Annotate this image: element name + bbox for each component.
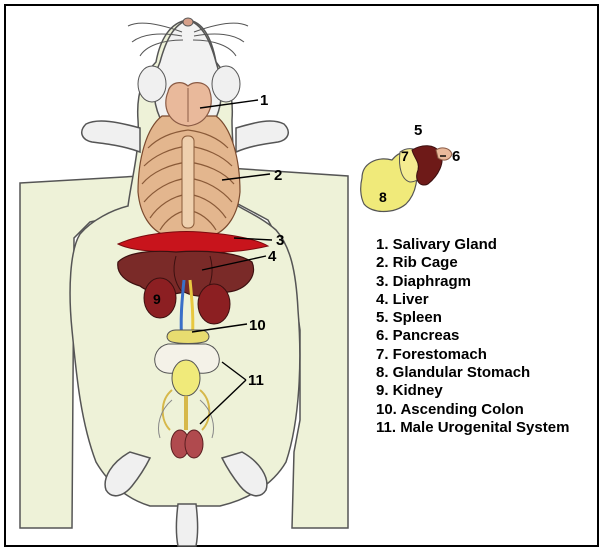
legend-item: 9. Kidney	[376, 382, 569, 400]
callout-2: 2	[274, 167, 282, 184]
sternum	[182, 136, 194, 228]
legend-item: 5. Spleen	[376, 309, 569, 327]
callout-6: 6	[452, 148, 460, 165]
legend-item: 2. Rib Cage	[376, 254, 569, 272]
legend-item: 11. Male Urogenital System	[376, 419, 569, 437]
legend-item: 1. Salivary Gland	[376, 236, 569, 254]
nose	[183, 18, 193, 26]
legend-item: 4. Liver	[376, 291, 569, 309]
callout-3: 3	[276, 232, 284, 249]
tail	[177, 504, 198, 546]
callout-8: 8	[379, 189, 387, 205]
callout-9: 9	[153, 291, 161, 307]
legend-item: 8. Glandular Stomach	[376, 364, 569, 382]
ear-right	[212, 66, 240, 102]
pancreas	[436, 148, 452, 160]
forelimb-right	[236, 121, 288, 152]
legend-item: 6. Pancreas	[376, 327, 569, 345]
legend: 1. Salivary Gland 2. Rib Cage 3. Diaphra…	[376, 236, 569, 437]
callout-1: 1	[260, 92, 268, 109]
callout-7: 7	[401, 148, 409, 164]
callout-10: 10	[249, 317, 266, 334]
callout-5: 5	[414, 122, 422, 139]
legend-item: 10. Ascending Colon	[376, 401, 569, 419]
kidney-right	[198, 284, 230, 324]
legend-item: 7. Forestomach	[376, 346, 569, 364]
ascending-colon	[167, 330, 209, 344]
callout-11: 11	[248, 372, 264, 389]
forelimb-left	[82, 121, 140, 152]
ear-left	[138, 66, 166, 102]
callout-4: 4	[268, 248, 277, 265]
legend-item: 3. Diaphragm	[376, 273, 569, 291]
